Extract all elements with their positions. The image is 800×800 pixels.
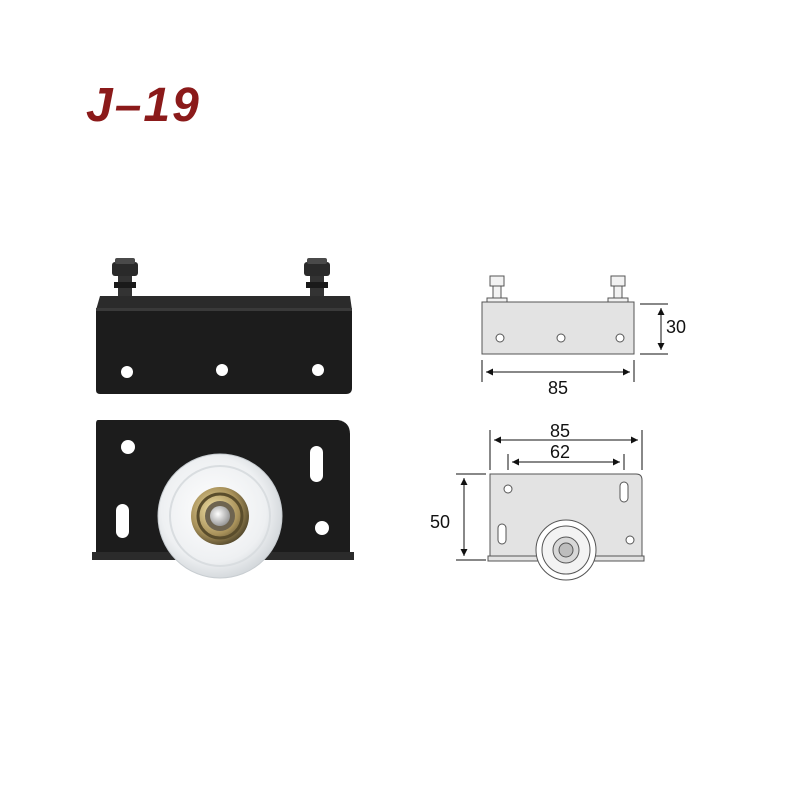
mounting-hole [216,364,228,376]
mounting-hole [312,364,324,376]
dimension-width-top: 85 [481,360,635,398]
adjustment-slot [310,446,323,482]
dimension-height-front: 50 [430,473,486,561]
axle [210,506,230,526]
dimension-label: 85 [550,421,570,441]
dimension-label: 50 [430,512,450,532]
mounting-hole [315,521,329,535]
dimension-label: 30 [666,317,686,337]
dimension-height-top: 30 [640,303,686,355]
right-stud [304,258,330,302]
front-bracket-photo [92,420,354,579]
dimension-label: 85 [548,378,568,398]
dimension-label: 62 [550,442,570,462]
front-view-drawing [487,473,645,581]
top-bracket-photo [96,258,352,394]
top-view-drawing [481,275,635,355]
mounting-hole [121,366,133,378]
mounting-hole [121,440,135,454]
dimension-width-front: 85 [489,421,643,470]
dimension-hole-spacing: 62 [507,442,625,470]
product-title: J–19 [86,79,201,132]
roller-wheel [157,453,283,579]
adjustment-slot [116,504,129,538]
left-stud [112,258,138,302]
